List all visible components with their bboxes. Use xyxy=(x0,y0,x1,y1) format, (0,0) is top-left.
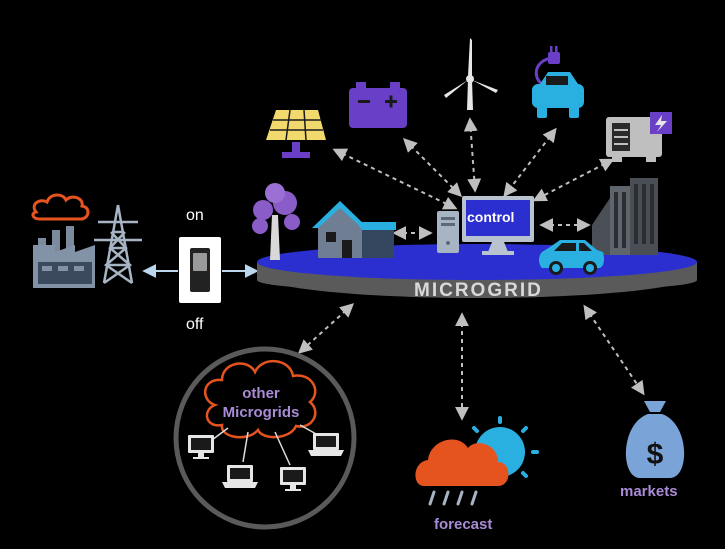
cloud-icon xyxy=(204,360,317,439)
switch-off-label: off xyxy=(186,316,204,333)
ev-charger-icon xyxy=(532,46,584,118)
svg-text:$: $ xyxy=(647,438,664,471)
control-label: control xyxy=(467,209,515,225)
forecast-label: forecast xyxy=(434,516,493,533)
arrow-wind-control xyxy=(463,117,482,193)
monitor-icon xyxy=(462,196,534,255)
house-icon xyxy=(312,201,396,258)
markets-label: markets xyxy=(620,483,678,500)
desktop-icon xyxy=(280,467,306,491)
money-bag-icon: $ xyxy=(625,401,685,478)
desktop-icon xyxy=(188,435,214,459)
arrow-battery-control xyxy=(403,138,462,197)
other-microgrids-line1: other xyxy=(242,385,280,402)
transmission-tower-icon xyxy=(94,204,142,285)
wind-turbine-icon xyxy=(444,38,498,110)
toggle-switch-icon[interactable] xyxy=(179,237,221,303)
microgrid-label: MICROGRID xyxy=(414,280,543,301)
arrow-microgrid-markets xyxy=(583,304,645,396)
arrow-microgrid-others xyxy=(297,303,355,354)
arrow-solar-control xyxy=(332,148,458,210)
server-icon xyxy=(437,211,459,253)
battery-icon xyxy=(349,82,407,128)
other-microgrids-label: other Microgrids xyxy=(205,384,317,422)
laptop-icon xyxy=(308,433,344,456)
arrow-generator-control xyxy=(532,158,615,202)
generator-icon xyxy=(606,112,672,162)
factory-icon xyxy=(31,193,95,288)
weather-icon xyxy=(415,416,539,506)
arrow-ev-control xyxy=(503,127,557,198)
car-icon xyxy=(539,240,604,275)
connector-arrows xyxy=(297,117,645,421)
tree-icon xyxy=(252,183,300,260)
switch-on-label: on xyxy=(186,207,204,224)
buildings-icon xyxy=(592,178,658,255)
other-microgrids-group xyxy=(173,346,357,530)
solar-panel-icon xyxy=(266,109,326,158)
other-microgrids-line2: Microgrids xyxy=(222,404,300,421)
laptop-icon xyxy=(222,465,258,488)
